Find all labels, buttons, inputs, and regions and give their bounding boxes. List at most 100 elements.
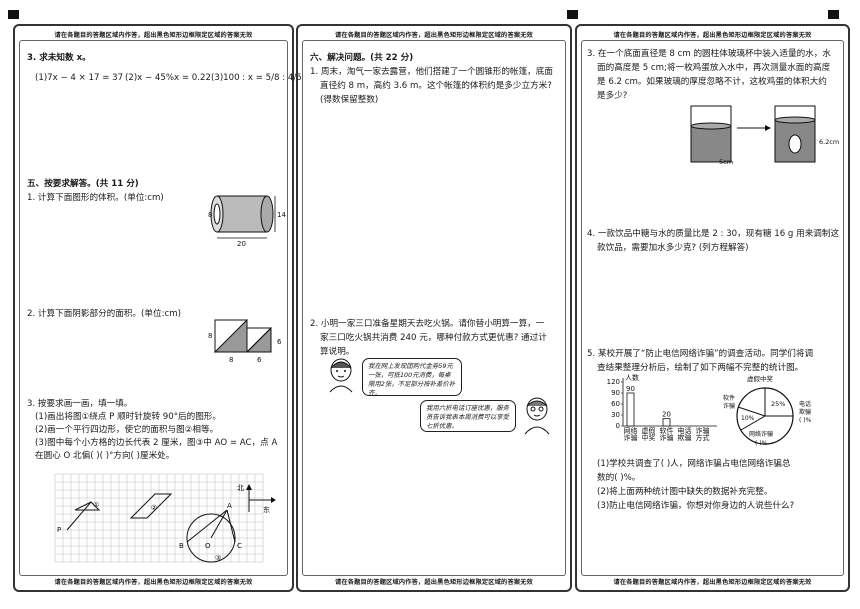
bar (626, 392, 635, 427)
area-notice: 请在各题目的答题区域内作答，超出黑色矩形边框限定区域的答案无效 (54, 32, 253, 39)
category-label: 软件 (660, 426, 674, 435)
east-label: 东 (263, 505, 270, 514)
question-line: 是 6.2 cm。如果玻璃的厚度忽略不计，这枚鸡蛋的体积大约 (597, 77, 827, 87)
answer-panel-middle: 请在各题目的答题区域内作答，超出黑色矩形边框限定区域的答案无效 六、解决问题。(… (296, 24, 572, 592)
question-line: 是多少? (597, 91, 628, 101)
question-line: 直径约 8 m，高约 3.6 m。这个帐篷的体积约是多少立方米? (320, 81, 552, 91)
answer-area[interactable] (19, 40, 288, 576)
speech-bubble-discount: 我用六折电话订座优惠，服务员告诉我表本周消费可以享受七折优惠。 (420, 400, 516, 432)
bar (662, 418, 671, 427)
cup1-height: 5cm (719, 158, 733, 166)
registration-mark (567, 10, 578, 19)
answer-area[interactable] (302, 40, 566, 576)
equation-3: (3)100 : x = 5/8 : 4/5 (211, 73, 302, 83)
section-title: 五、按要求解答。(共 11 分) (27, 179, 139, 189)
dim-base-b: 6 (257, 356, 262, 364)
grid-label-b: B (179, 542, 184, 550)
pie-phone-pct: ( )% (799, 417, 812, 424)
answer-panel-left: 请在各题目的答题区域内作答，超出黑色矩形边框限定区域的答案无效 3. 求未知数 … (13, 24, 302, 592)
question-line: (得数保留整数) (320, 95, 379, 105)
speech-bubble-voucher: 我在网上发现团购代金券59元一张，可抵100元消费，每桌限用2张，不足部分按补差… (362, 358, 462, 397)
question-line: 4. 一款饮品中糖与水的质量比是 2 : 30，现有糖 16 g 用来调制这 (587, 229, 840, 239)
question-line: 1. 周末，淘气一家去露营，他们搭建了一个圆锥形的帐篷，底面 (310, 67, 553, 77)
bar-value-label: 20 (662, 411, 671, 419)
section-title: 六、解决问题。(共 22 分) (310, 53, 414, 63)
compass-icon: 北 东 (237, 484, 276, 514)
area-notice: 请在各题目的答题区域内作答，超出黑色矩形边框限定区域的答案无效 (613, 32, 812, 39)
equation-2: (2)x − 45%x = 0.22 (125, 73, 211, 83)
category-label: 方式 (696, 433, 710, 442)
instruction-3: (3)图中每个小方格的边长代表 2 厘米，图③中 AO = AC，点 A (35, 438, 278, 448)
hollow-cylinder-figure: 8 14 20 (208, 195, 286, 248)
grid-label-p: P (57, 526, 61, 534)
question-line: 查结果整理分析后，绘制了如下两幅不完整的统计图。 (597, 363, 804, 373)
pie-slice-10: 10% (741, 415, 755, 422)
dim-side-c: 6 (277, 338, 282, 346)
question-line: (3)防止电信网络诈骗，你想对你身边的人说些什么? (597, 501, 795, 511)
y-tick-label: 60 (611, 400, 620, 408)
y-tick-label: 30 (611, 411, 620, 419)
instruction-2: (2)画一个平行四边形，使它的面积与图②相等。 (35, 425, 219, 435)
cup2-height: 6.2cm (819, 138, 839, 146)
pie-label-soft2: 诈骗 (723, 402, 735, 410)
category-label: 中奖 (642, 433, 656, 442)
pie-label-phone: 电话 (799, 400, 811, 408)
instruction-1: (1)画出将图①绕点 P 顺时针旋转 90°后的图形。 (35, 412, 221, 422)
area-notice: 请在各题目的答题区域内作答，超出黑色矩形边框限定区域的答案无效 (334, 579, 533, 586)
grid-label-2: ② (151, 504, 157, 512)
pie-label-prize: 虚假中奖 (747, 374, 774, 383)
question-title: 2. 计算下面阴影部分的面积。(单位:cm) (27, 309, 181, 319)
grid-label-c: C (237, 542, 242, 550)
category-label: 诈骗 (624, 433, 638, 442)
y-tick-label: 90 (611, 389, 620, 397)
dim-inner: 8 (208, 211, 212, 219)
pie-slice-25: 25% (771, 400, 785, 408)
registration-mark (828, 10, 839, 19)
category-label: 诈骗 (660, 433, 674, 442)
question-title: 3. 求未知数 x。 (27, 53, 91, 63)
bar-value-label: 90 (626, 385, 635, 393)
question-line: (2)将上面两种统计图中缺失的数据补充完整。 (597, 487, 773, 497)
area-notice: 请在各题目的答题区域内作答，超出黑色矩形边框限定区域的答案无效 (334, 32, 533, 39)
answer-area[interactable] (581, 40, 844, 576)
pie-net-pct: ( )% (755, 440, 768, 447)
question-line: 面的高度是 5 cm;将一枚鸡蛋放入水中，再次测量水面的高度 (597, 63, 831, 73)
question-title: 3. 按要求画一画，填一填。 (27, 399, 133, 409)
question-line: 算说明。 (320, 347, 355, 357)
y-axis-label: 人数 (625, 373, 639, 382)
question-line: 款饮品，需要加水多少克? (列方程解答) (597, 243, 749, 253)
y-tick-label: 0 (616, 422, 620, 430)
category-label: 诈骗 (696, 426, 710, 435)
grid-label-3: ③ (215, 554, 221, 562)
question-line: 2. 小明一家三口准备星期天去吃火锅。请你替小明算一算，一 (310, 319, 545, 329)
answer-panel-right: 请在各题目的答题区域内作答，超出黑色矩形边框限定区域的答案无效 3. 在一个底面… (575, 24, 850, 592)
grid-figure[interactable]: P ① ② A B O C ③ (54, 473, 267, 566)
dim-outer: 14 (277, 211, 286, 219)
question-title: 1. 计算下面图形的体积。(单位:cm) (27, 193, 164, 203)
pie-label-net: 网络诈骗 (749, 430, 773, 438)
grid-lines (54, 473, 264, 563)
question-line: 5. 某校开展了“防止电信网络诈骗”的调查活动。同学们将调 (587, 349, 814, 359)
category-label: 欺骗 (678, 433, 692, 442)
question-line: (1)学校共调查了( )人，网络诈骗占电信网络诈骗总 (597, 459, 791, 469)
father-avatar (524, 397, 550, 435)
y-tick-label: 120 (607, 378, 620, 386)
area-notice: 请在各题目的答题区域内作答，超出黑色矩形边框限定区域的答案无效 (54, 579, 253, 586)
grid-label-a: A (227, 502, 232, 510)
question-line: 家三口吃火锅共消费 240 元，哪种付款方式更优惠? 通过计 (320, 333, 547, 343)
grid-label-o: O (205, 542, 211, 550)
category-label: 电话 (678, 426, 692, 435)
glass-cup-figure: 5cm 6.2cm (690, 105, 839, 166)
pie-chart: 虚假中奖 25% 10% 网络诈骗 ( )% 软件 诈骗 电话 欺骗 ( )% (723, 374, 812, 447)
mother-avatar (329, 358, 353, 393)
question-line: 3. 在一个底面直径是 8 cm 的圆柱体玻璃杯中装入适量的水，水 (587, 49, 831, 59)
grid-label-1: ① (93, 501, 99, 509)
category-label: 虚假 (642, 426, 656, 435)
question-line: 数的( )%。 (597, 473, 641, 483)
instruction-4: 在圆心 O 北偏( )( )°方向( )厘米处。 (35, 451, 175, 461)
dim-height: 8 (208, 332, 212, 340)
dim-length: 20 (237, 240, 246, 248)
area-notice: 请在各题目的答题区域内作答，超出黑色矩形边框限定区域的答案无效 (613, 579, 812, 586)
pie-label-soft: 软件 (723, 394, 735, 402)
